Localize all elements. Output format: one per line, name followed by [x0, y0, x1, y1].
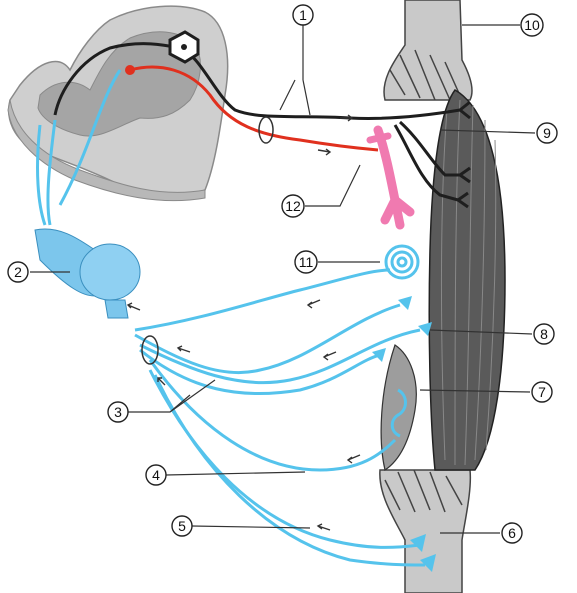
nerve-sheath-ring-lower: [141, 335, 159, 365]
nerve-sheath-ring-upper: [258, 116, 274, 144]
svg-text:11: 11: [299, 254, 314, 270]
svg-text:8: 8: [540, 326, 548, 342]
label-7: 7: [531, 381, 553, 403]
bone-upper: [383, 0, 473, 101]
svg-text:1: 1: [299, 7, 307, 23]
label-2: 2: [7, 261, 29, 283]
label-6: 6: [501, 522, 523, 544]
spinal-cord-section: [7, 5, 229, 202]
motor-fibre: [53, 42, 471, 209]
sensory-endings: [372, 296, 436, 572]
svg-text:10: 10: [524, 17, 540, 33]
skeletal-muscle: [428, 89, 506, 471]
spinal-ganglion: [34, 228, 141, 319]
bone-lower: [379, 469, 472, 593]
label-8: 8: [533, 323, 555, 345]
afferent-fibres: [36, 69, 426, 567]
label-10: 10: [520, 13, 544, 37]
svg-text:5: 5: [178, 518, 186, 534]
svg-text:4: 4: [152, 467, 160, 483]
label-11: 11: [294, 250, 318, 274]
svg-text:2: 2: [14, 264, 22, 280]
svg-text:9: 9: [543, 125, 551, 141]
autonomic-fibre: [129, 65, 379, 152]
direction-arrows: [126, 114, 361, 531]
spiral-receptor-icon: [384, 244, 420, 280]
label-9: 9: [536, 122, 558, 144]
label-4: 4: [145, 464, 167, 486]
label-12: 12: [281, 194, 305, 218]
label-5: 5: [171, 515, 193, 537]
svg-text:12: 12: [285, 198, 301, 214]
label-3: 3: [107, 401, 129, 423]
leader-lines: [30, 24, 536, 534]
autonomic-neuron-icon: [125, 65, 135, 75]
motor-neuron-icon: [168, 30, 200, 64]
label-1: 1: [292, 4, 314, 26]
svg-text:6: 6: [508, 525, 516, 541]
svg-text:7: 7: [538, 384, 546, 400]
svg-text:3: 3: [114, 404, 122, 420]
tendon-sensory-organ: [380, 344, 417, 471]
